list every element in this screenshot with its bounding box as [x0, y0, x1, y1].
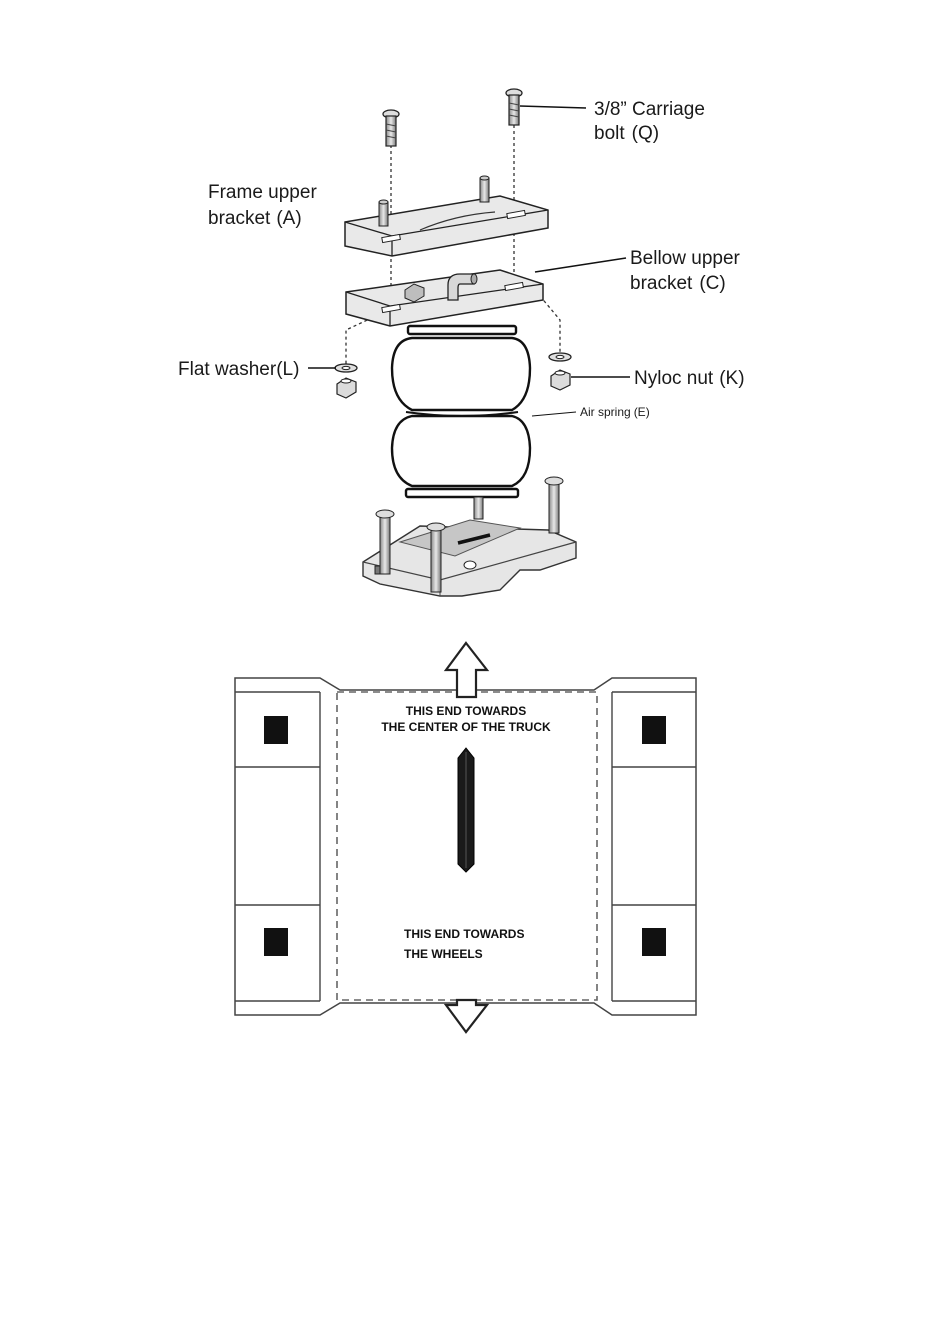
bellow-bracket-label-line2: bracket (C) — [630, 273, 726, 294]
nyloc-nut-label: Nyloc nut(K) — [634, 368, 745, 389]
carriage-bolt-right-icon — [506, 89, 522, 125]
flat-washer-code: (L) — [276, 359, 299, 380]
nyloc-nut-left-icon — [337, 378, 356, 398]
plate-top-text-line1: THIS END TOWARDS — [406, 704, 526, 718]
air-spring-label: Air spring(E) — [580, 405, 650, 419]
flat-washer-right-icon — [549, 353, 571, 361]
air-spring-label-text: Air spring — [580, 405, 631, 419]
arrow-up-icon — [446, 643, 487, 697]
frame-bracket-code: (A) — [276, 208, 301, 229]
carriage-bolt-left-icon — [383, 110, 399, 146]
air-spring-code: (E) — [634, 405, 650, 419]
flat-washer-label-text: Flat washer — [178, 359, 277, 380]
arrow-down-icon — [446, 1000, 487, 1032]
frame-bracket-label-line2: bracket(A) — [208, 208, 302, 229]
bellow-upper-bracket-icon — [346, 270, 543, 326]
plate-bottom-text-line1: THIS END TOWARDS — [404, 927, 524, 941]
flat-washer-label: Flat washer(L) — [178, 359, 299, 380]
carriage-bolt-code: (Q) — [632, 123, 659, 144]
flat-washer-left-icon — [335, 364, 357, 372]
carriage-bolt-label-text: bolt — [594, 123, 625, 144]
frame-upper-bracket-icon — [345, 176, 548, 256]
nyloc-nut-label-text: Nyloc nut — [634, 368, 714, 389]
plate-hole-top-right — [642, 716, 666, 744]
carriage-bolt-label-line1: 3/8” Carriage — [594, 99, 705, 120]
bellow-bracket-label-text: bracket — [630, 273, 693, 294]
frame-bracket-label-text: bracket — [208, 208, 271, 229]
plate-bottom-text-line2: THE WHEELS — [404, 947, 483, 961]
nyloc-nut-code: (K) — [719, 368, 744, 389]
plate-orientation-view: THIS END TOWARDS THE CENTER OF THE TRUCK… — [235, 643, 696, 1032]
bellow-bracket-label-line1: Bellow upper — [630, 248, 741, 269]
carriage-bolt-label-line2: bolt (Q) — [594, 123, 659, 144]
plate-hole-bottom-left — [264, 928, 288, 956]
plate-hole-top-left — [264, 716, 288, 744]
air-spring-icon — [392, 326, 530, 497]
plate-hole-bottom-right — [642, 928, 666, 956]
plate-top-text-line2: THE CENTER OF THE TRUCK — [381, 720, 551, 734]
bellow-bracket-code: (C) — [699, 273, 725, 294]
exploded-view: 3/8” Carriage bolt (Q) Frame upper bracke… — [178, 89, 745, 596]
plate-center-slot — [458, 748, 474, 872]
frame-bracket-label-line1: Frame upper — [208, 182, 317, 203]
nyloc-nut-right-icon — [551, 370, 570, 390]
